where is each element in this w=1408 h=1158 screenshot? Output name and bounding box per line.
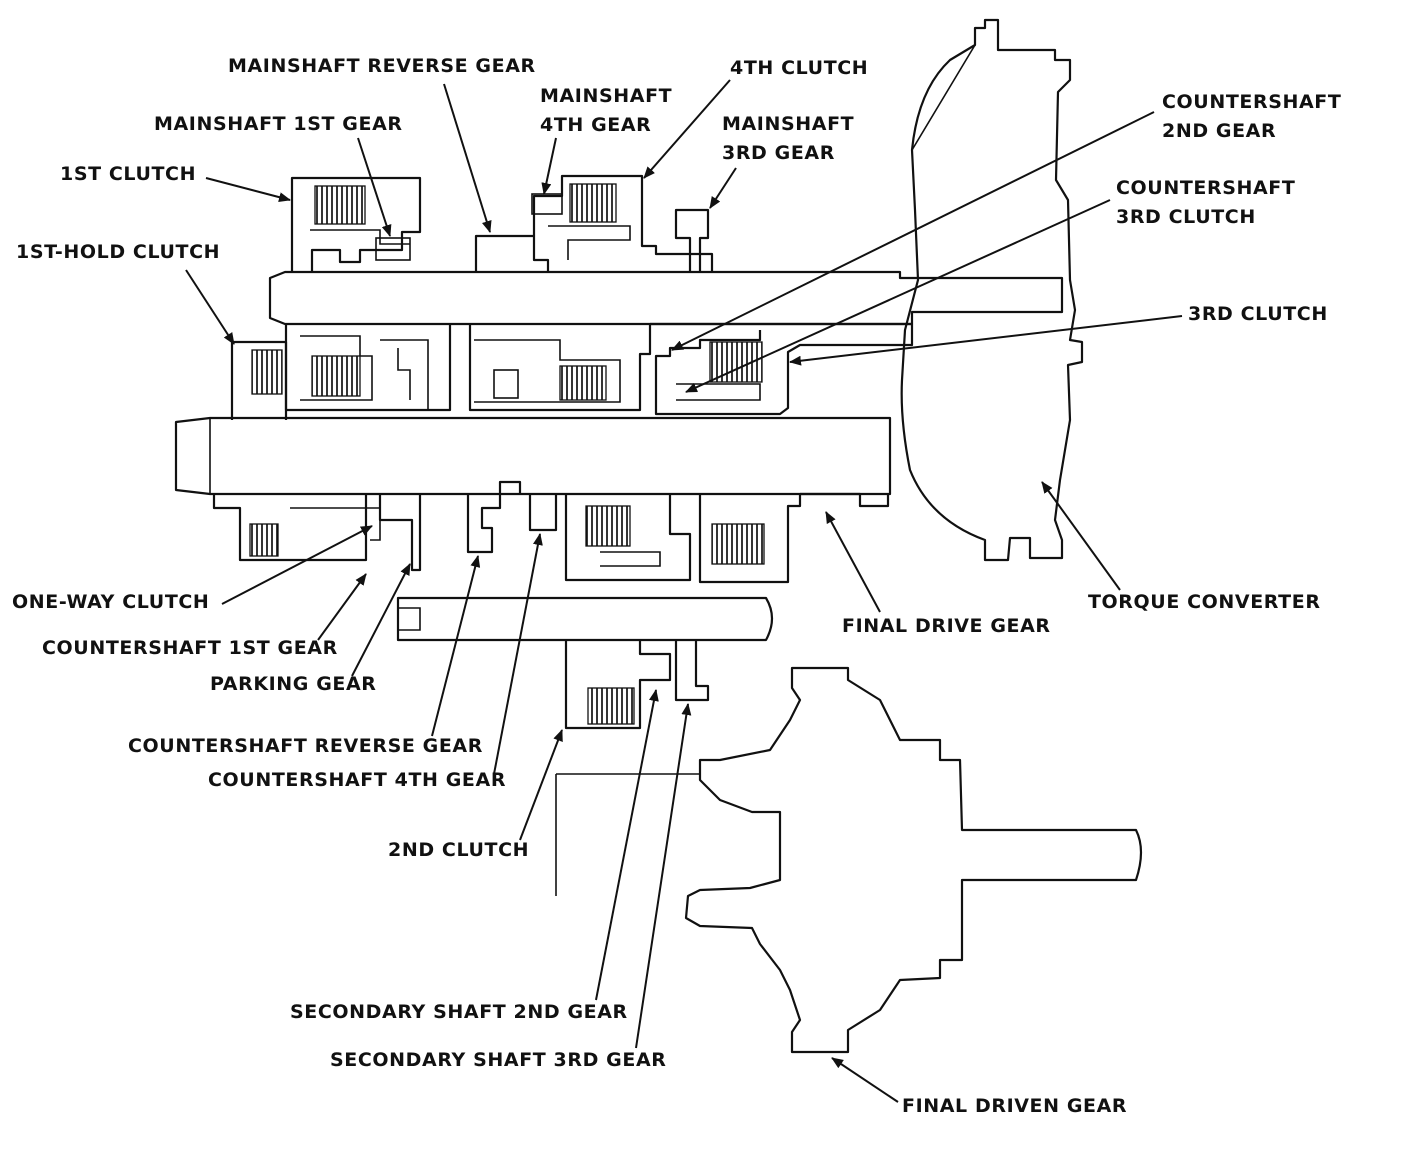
label-parking-gear: PARKING GEAR: [210, 673, 377, 695]
label-torque-converter: TORQUE CONVERTER: [1088, 591, 1321, 613]
label-secondary-shaft-2nd-gear: SECONDARY SHAFT 2ND GEAR: [290, 1001, 628, 1023]
label-mainshaft-reverse-gear: MAINSHAFT REVERSE GEAR: [228, 55, 536, 77]
label-4th-clutch: 4TH CLUTCH: [730, 57, 869, 79]
third-clutch-housing: [650, 322, 914, 416]
label-secondary-shaft-3rd-gear: SECONDARY SHAFT 3RD GEAR: [330, 1049, 667, 1071]
label-mainshaft-4th-gear: MAINSHAFT 4TH GEAR: [540, 85, 673, 136]
label-1st-clutch: 1ST CLUTCH: [60, 163, 197, 185]
label-final-drive-gear: FINAL DRIVE GEAR: [842, 615, 1051, 637]
second-clutch-housing-lower: [564, 640, 672, 730]
mainshaft-3rd-gear-shape: [674, 208, 714, 272]
label-countershaft-1st-gear: COUNTERSHAFT 1ST GEAR: [42, 637, 338, 659]
second-clutch-plates-lower: [587, 687, 635, 725]
second-clutch-housing-upper: [564, 494, 692, 582]
leader-lines: [185, 79, 1183, 1103]
label-mainshaft-3rd-gear: MAINSHAFT 3RD GEAR: [722, 113, 855, 164]
fourth-clutch-plates: [569, 183, 617, 223]
mainshaft-outline: [268, 270, 1064, 326]
label-1st-hold-clutch: 1ST-HOLD CLUTCH: [16, 241, 221, 263]
torque-converter-inner: [911, 44, 976, 151]
label-final-driven-gear: FINAL DRIVEN GEAR: [902, 1095, 1128, 1117]
label-mainshaft-1st-gear: MAINSHAFT 1ST GEAR: [154, 113, 403, 135]
final-drive-gear-plates: [711, 523, 765, 565]
torque-converter-outline: [900, 18, 1084, 562]
first-clutch-plates: [314, 185, 366, 225]
one-way-clutch-plates-lower: [249, 523, 279, 557]
label-3rd-clutch: 3RD CLUTCH: [1188, 303, 1328, 325]
secondary-shaft-outline: [396, 596, 774, 642]
mainshaft-reverse-gear-shape: [474, 234, 550, 272]
countershaft-housing-lower: [212, 494, 422, 572]
label-countershaft-reverse-gear: COUNTERSHAFT REVERSE GEAR: [128, 735, 483, 757]
label-2nd-clutch: 2ND CLUTCH: [388, 839, 530, 861]
second-clutch-plates-upper: [585, 505, 631, 547]
differential-outline: [684, 666, 1143, 1054]
label-countershaft-3rd-clutch: COUNTERSHAFT 3RD CLUTCH: [1116, 177, 1296, 228]
first-clutch-housing: [290, 176, 422, 272]
countershaft-reverse-gear-shape: [466, 494, 502, 554]
label-countershaft-4th-gear: COUNTERSHAFT 4TH GEAR: [208, 769, 507, 791]
countershaft-clutch-plates-upper: [559, 365, 607, 401]
label-countershaft-2nd-gear: COUNTERSHAFT 2ND GEAR: [1162, 91, 1342, 142]
countershaft-4th-gear-shape: [498, 480, 558, 532]
final-drive-gear-housing: [698, 494, 802, 584]
secondary-shaft-3rd-gear-shape: [674, 640, 710, 702]
first-hold-clutch-housing: [230, 340, 288, 420]
first-hold-clutch-plates: [251, 349, 283, 395]
countershaft-outline: [174, 416, 892, 496]
one-way-clutch-plates-upper: [311, 355, 361, 397]
label-one-way-clutch: ONE-WAY CLUTCH: [12, 591, 210, 613]
fourth-clutch-housing: [532, 174, 702, 272]
